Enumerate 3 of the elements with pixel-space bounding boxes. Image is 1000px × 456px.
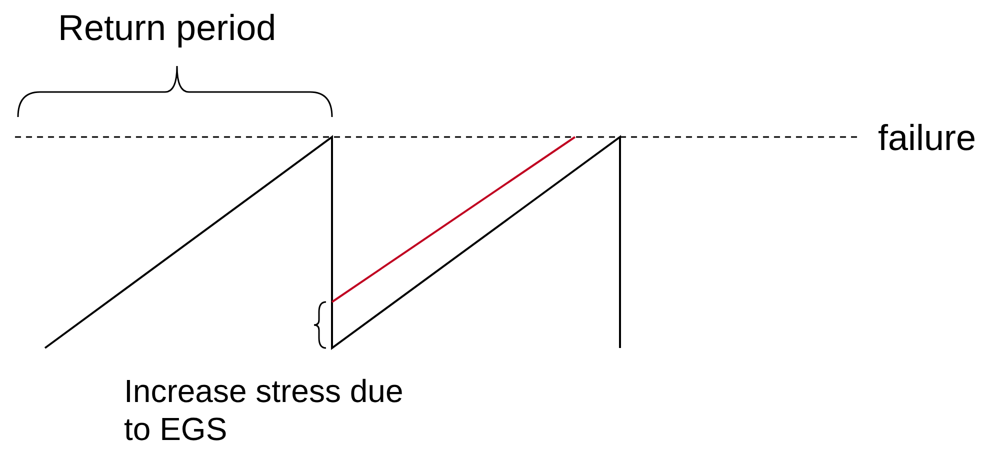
annotation-text: Increase stress due to EGS	[124, 372, 404, 449]
period-label: Return period	[58, 6, 276, 50]
failure-label: failure	[878, 116, 976, 160]
